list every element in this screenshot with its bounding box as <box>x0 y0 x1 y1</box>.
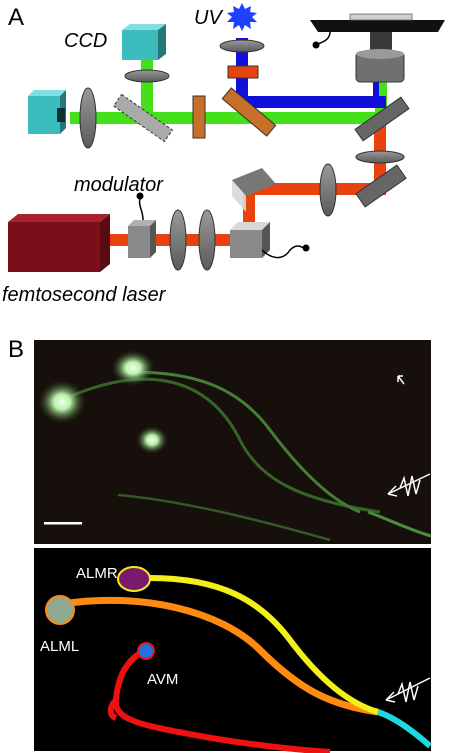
trace-avm <box>112 649 331 753</box>
grating-cable <box>261 245 305 259</box>
ccd-label: CCD <box>64 30 107 52</box>
ccd-lens <box>124 69 170 83</box>
detector-left <box>28 96 60 134</box>
ccd-camera <box>122 30 158 60</box>
panel-a-letter: A <box>8 4 25 31</box>
beamsplitter <box>112 93 174 143</box>
detector-top <box>28 90 66 96</box>
label-avm: AVM <box>147 671 178 688</box>
objective-top <box>356 49 404 59</box>
grating-cable-end <box>302 244 310 252</box>
trace-stim-segment <box>376 709 432 749</box>
soma-almr <box>117 566 151 592</box>
modulator-top <box>128 220 156 226</box>
laser-lens-1 <box>169 209 187 271</box>
uv-label: UV <box>194 7 223 29</box>
mirror-dichroic-right <box>354 96 410 142</box>
objective-neck <box>370 32 392 52</box>
stimulus-marker-photo <box>387 473 431 497</box>
process-distal-gfp <box>367 510 432 538</box>
traced-neurons: ALMR ALML AVM <box>34 548 432 753</box>
modulator-block <box>128 226 150 258</box>
laser-box <box>8 222 100 272</box>
image-arrow-icon <box>397 375 405 385</box>
label-almr: ALMR <box>76 565 118 582</box>
green-beam-horizontal <box>70 112 388 124</box>
scale-bar <box>44 522 82 525</box>
modulator-cable <box>138 197 144 221</box>
process-avm-gfp <box>117 493 331 542</box>
grating-lower-front <box>230 230 262 258</box>
mirror-lower-right <box>355 164 407 208</box>
uv-sun-icon <box>227 3 257 31</box>
label-alml: ALML <box>40 638 79 655</box>
cell-glow-avm <box>136 426 168 454</box>
laser-box-side <box>100 214 110 272</box>
stage-cable <box>317 31 331 45</box>
stage-cable-end <box>312 41 320 49</box>
setup-schematic: CCD UV modulator femtosecond laser <box>2 3 445 306</box>
soma-alml <box>45 595 75 625</box>
cell-glow-alml <box>38 380 86 424</box>
ccd-top <box>122 24 166 30</box>
green-beam-to-ccd <box>141 48 153 118</box>
laser-box-top <box>8 214 110 222</box>
laser-lens-3 <box>319 163 337 217</box>
uv-lens <box>219 39 265 53</box>
modulator-label: modulator <box>74 174 164 196</box>
fluorescence-image <box>34 340 432 544</box>
stimulus-marker-trace <box>385 677 431 703</box>
laser-lens-2 <box>198 209 216 271</box>
trace-almr <box>149 575 379 715</box>
trace-avm-stub <box>107 697 119 721</box>
emission-filter <box>192 95 206 139</box>
modulator-side <box>150 220 156 258</box>
laser-beam-upper <box>248 183 386 195</box>
uv-filter <box>227 65 259 79</box>
modulator-cable-end <box>136 192 144 200</box>
detector-lens <box>79 87 97 149</box>
soma-avm <box>137 642 155 660</box>
ccd-side <box>158 24 166 60</box>
uv-dichroic-mirror <box>221 87 277 137</box>
grating-lower-side <box>262 222 270 258</box>
cell-glow-almr <box>111 350 155 386</box>
grating-upper-face <box>232 180 246 212</box>
grating-upper <box>232 168 276 196</box>
grating-lower <box>230 222 270 230</box>
trace-background <box>34 548 431 751</box>
trace-alml <box>61 596 379 716</box>
sample-slide <box>349 13 413 21</box>
uv-beam-horizontal <box>236 96 386 108</box>
panel-b-letter: B <box>8 336 25 363</box>
process-almr-gfp <box>131 370 361 514</box>
stage-plate <box>310 20 445 32</box>
laser-label: femtosecond laser <box>2 284 167 306</box>
lens-vertical-right <box>355 150 405 164</box>
detector-aperture <box>57 108 65 122</box>
